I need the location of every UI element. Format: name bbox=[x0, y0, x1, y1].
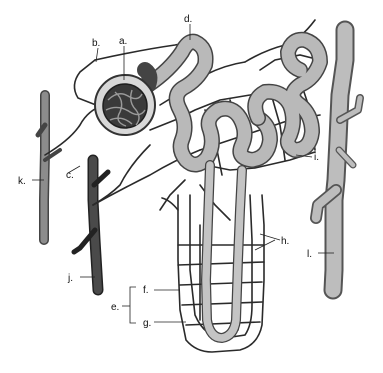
label-g: g. bbox=[143, 318, 151, 329]
label-f: f. bbox=[143, 285, 149, 296]
vessel-j bbox=[71, 154, 111, 296]
label-leaders bbox=[32, 24, 334, 324]
label-a: a. bbox=[119, 36, 127, 47]
label-l: l. bbox=[307, 249, 312, 260]
loop-of-henle bbox=[202, 161, 246, 342]
label-c: c. bbox=[66, 170, 74, 181]
vasa-recta bbox=[161, 194, 265, 353]
label-b: b. bbox=[92, 38, 100, 49]
glomerulus bbox=[102, 83, 148, 129]
labels: a. b. c. d. e. f. g. h. i. j. k. l. bbox=[18, 14, 319, 329]
collecting-vein-l bbox=[310, 20, 364, 300]
label-k: k. bbox=[18, 176, 26, 187]
nephron-tubule bbox=[140, 31, 328, 343]
label-h: h. bbox=[281, 236, 289, 247]
label-j: j. bbox=[67, 273, 73, 284]
bowmans-capsule bbox=[94, 62, 158, 136]
label-i: i. bbox=[314, 152, 319, 163]
proximal-tubule bbox=[141, 35, 277, 171]
label-d: d. bbox=[184, 14, 192, 25]
label-e: e. bbox=[111, 302, 119, 313]
vessel-k bbox=[35, 90, 62, 245]
